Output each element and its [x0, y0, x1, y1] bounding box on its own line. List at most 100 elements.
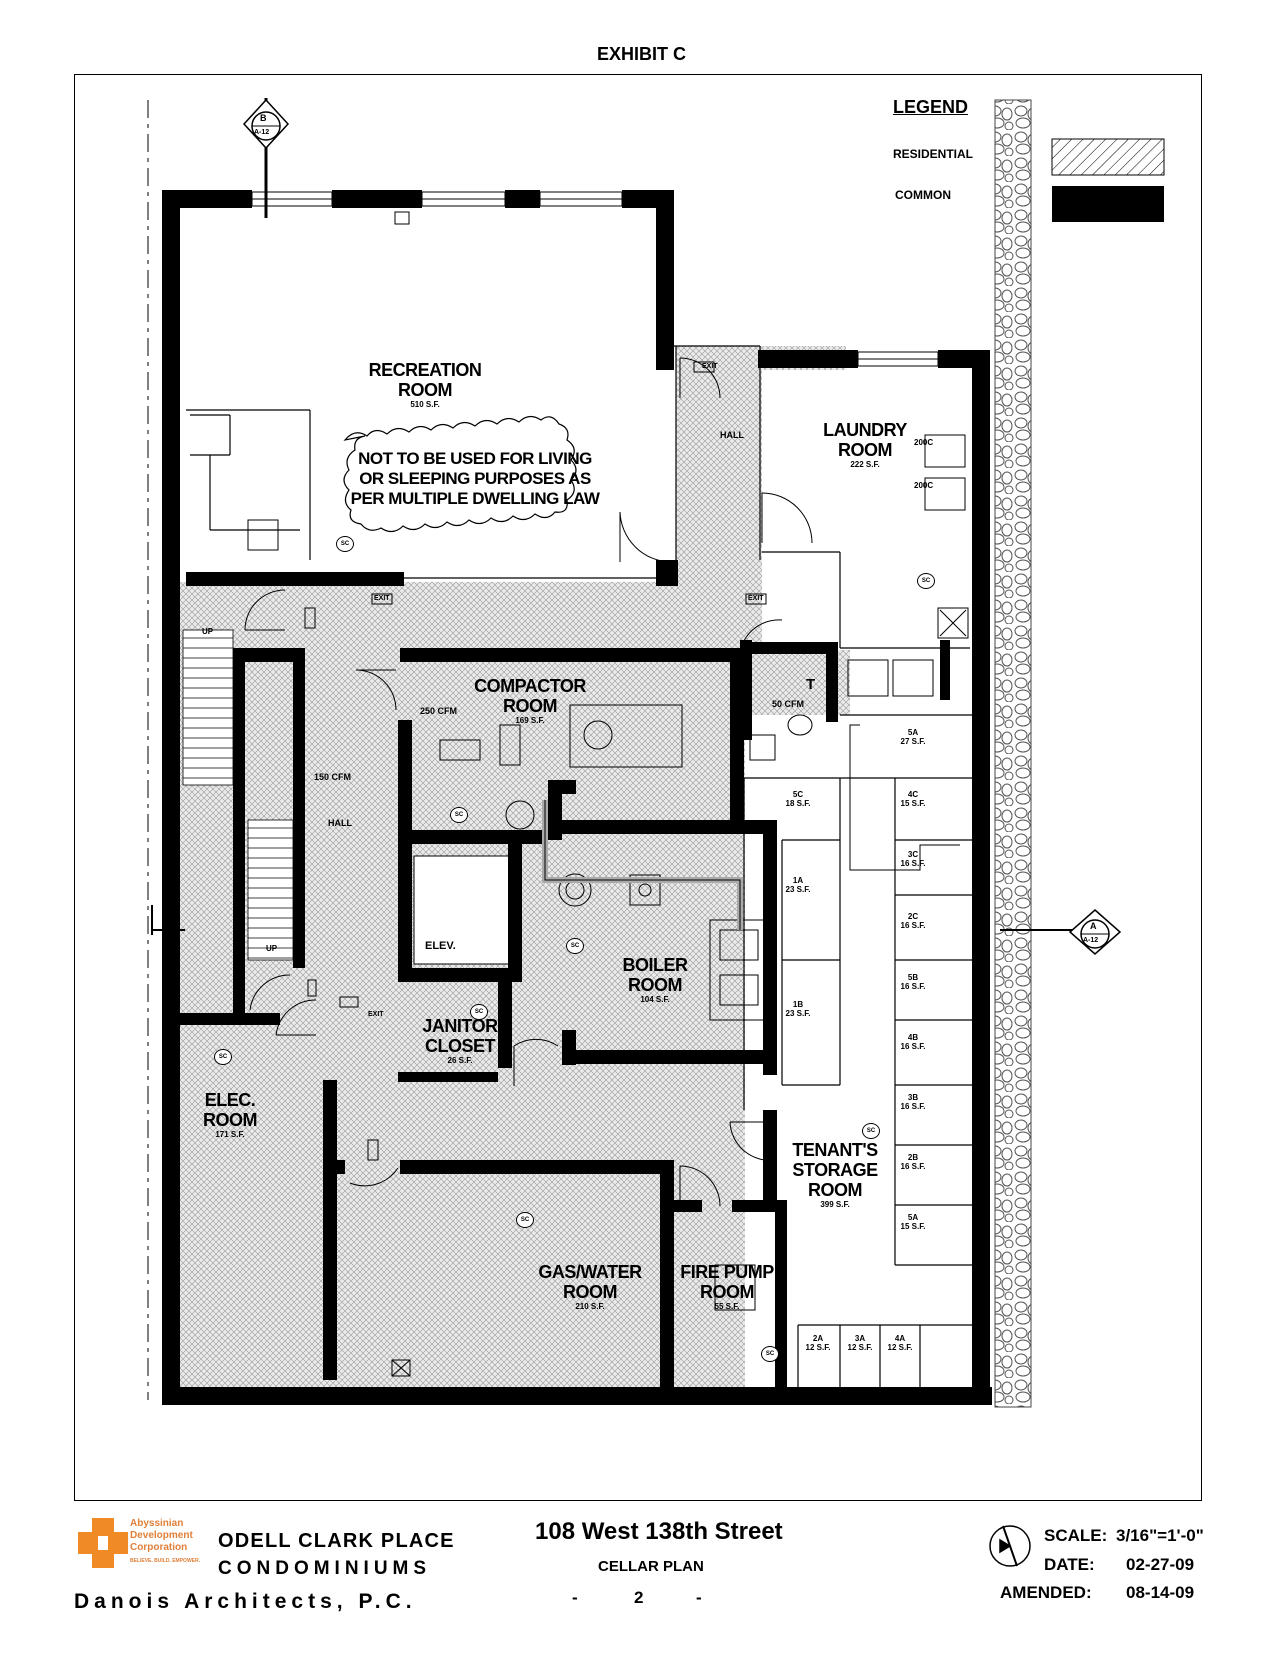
storage-unit-area: 16 S.F. — [900, 859, 926, 868]
amended-label: AMENDED: — [1000, 1583, 1092, 1602]
smoke-detector-marker: SC — [214, 1049, 232, 1065]
exit-sign: EXIT — [702, 363, 718, 370]
page-number: 2 — [634, 1588, 644, 1607]
section-b-sheet: A-12 — [254, 129, 270, 136]
smoke-detector-marker: SC — [516, 1212, 534, 1228]
stair-up-label-upper: UP — [202, 627, 214, 636]
exit-sign: EXIT — [368, 1011, 384, 1018]
storage-unit-area: 16 S.F. — [900, 1162, 926, 1171]
partitions — [186, 345, 972, 1387]
storage-unit-id: 3C — [907, 850, 919, 859]
hall-label-lower: HALL — [328, 818, 352, 828]
storage-unit-area: 15 S.F. — [900, 1222, 926, 1231]
legend-swatch-common — [1052, 186, 1164, 222]
storage-unit-id: 3B — [907, 1093, 919, 1102]
address: 108 West 138th Street — [535, 1518, 783, 1545]
legend-residential-label: RESIDENTIAL — [893, 147, 974, 161]
storage-unit-area: 12 S.F. — [805, 1343, 831, 1352]
elec-room-label: ELEC.ROOM 171 S.F. — [203, 1090, 258, 1139]
section-b-letter: B — [260, 113, 267, 123]
storage-unit-id: 4B — [907, 1033, 919, 1042]
storage-unit-area: 16 S.F. — [900, 1102, 926, 1111]
storage-unit-area: 16 S.F. — [900, 921, 926, 930]
storage-unit-area: 16 S.F. — [900, 982, 926, 991]
stair-treads — [183, 637, 293, 959]
storage-unit-id: 4C — [907, 790, 919, 799]
storage-unit-area: 18 S.F. — [785, 799, 811, 808]
storage-unit-id: 1B — [792, 1000, 804, 1009]
smoke-detector-marker: SC — [470, 1004, 488, 1020]
storage-unit-id: 5B — [907, 973, 919, 982]
section-marker-a — [1000, 909, 1122, 955]
legend-title: LEGEND — [893, 97, 969, 117]
scale-label: SCALE: — [1044, 1526, 1108, 1545]
smoke-detector-marker: SC — [450, 807, 468, 823]
storage-unit-id: 5A — [907, 1213, 919, 1222]
smoke-detector-marker: SC — [336, 536, 354, 552]
project-name: ODELL CLARK PLACE — [218, 1530, 455, 1552]
elevator-label: ELEV. — [425, 940, 456, 952]
date-value: 02-27-09 — [1126, 1555, 1195, 1574]
section-marker-b — [242, 98, 290, 218]
cfm-50-label: 50 CFM — [772, 699, 805, 709]
storage-unit-id: 5A — [907, 728, 919, 737]
storage-unit-id: 2B — [907, 1153, 919, 1162]
legend-swatch-residential — [1051, 138, 1165, 176]
stairs — [182, 629, 294, 961]
scale-value: 3/16"=1'-0" — [1116, 1526, 1204, 1545]
windows — [251, 191, 939, 367]
page-number-dash-right: - — [696, 1588, 702, 1607]
smoke-detector-marker: SC — [917, 573, 935, 589]
equipment — [247, 211, 969, 1377]
amended-value: 08-14-09 — [1126, 1583, 1195, 1602]
sheet-title: CELLAR PLAN — [598, 1558, 704, 1575]
notice-cloud — [343, 415, 577, 533]
storage-unit-area: 23 S.F. — [785, 1009, 811, 1018]
dryer-label-1: 200C — [914, 438, 934, 447]
cfm-250-label: 250 CFM — [420, 706, 458, 716]
storage-unit-id: 2C — [907, 912, 919, 921]
storage-unit-id: 1A — [792, 876, 804, 885]
storage-unit-id: 3A — [854, 1334, 866, 1343]
adc-logo — [74, 1516, 134, 1572]
walls — [162, 190, 992, 1405]
stone-foundation — [994, 99, 1032, 1408]
section-a-letter: A — [1090, 921, 1097, 931]
storage-unit-area: 16 S.F. — [900, 1042, 926, 1051]
page-number-dash-left: - — [572, 1588, 578, 1607]
stair-up-label-lower: UP — [266, 944, 278, 953]
legend-common-label: COMMON — [895, 188, 951, 202]
storage-unit-area: 27 S.F. — [900, 737, 926, 746]
exit-sign: EXIT — [748, 595, 764, 602]
doors — [244, 357, 813, 1207]
smoke-detector-marker: SC — [862, 1123, 880, 1139]
north-arrow-icon — [989, 1525, 1031, 1567]
exhibit-title: EXHIBIT C — [596, 44, 686, 64]
storage-unit-area: 23 S.F. — [785, 885, 811, 894]
project-subname: CONDOMINIUMS — [218, 1558, 432, 1579]
smoke-detector-marker: SC — [566, 938, 584, 954]
